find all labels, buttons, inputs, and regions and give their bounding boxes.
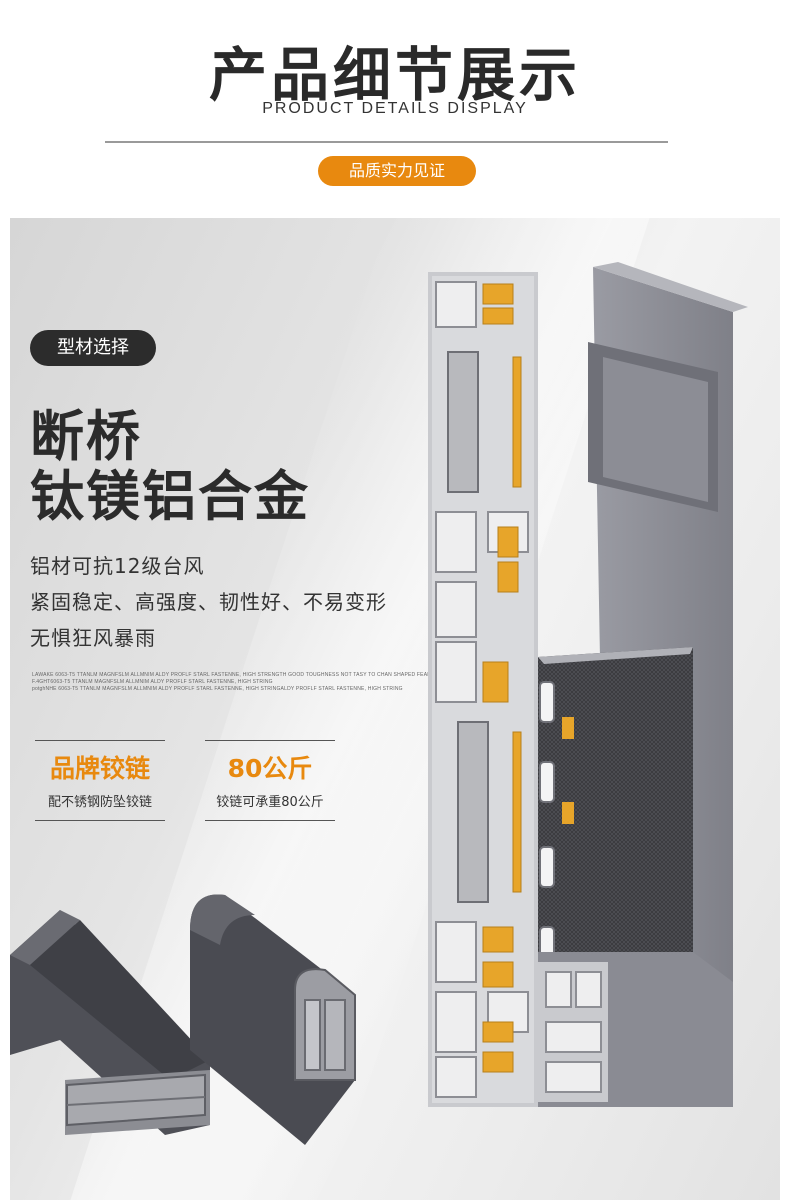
profile-sample-left xyxy=(10,910,210,1135)
spec-rule-bottom xyxy=(205,820,335,821)
section-tag: 型材选择 xyxy=(30,330,156,366)
fine-print-3: potghNHE 6063-T5 TTANLM MAGNFSLM ALLMNIM… xyxy=(32,686,403,692)
headline-line-1: 断桥 xyxy=(30,405,142,468)
fine-print-2: F.4GHT6063-T5 TTANLM MAGNFSLM ALLMNIM AL… xyxy=(32,679,273,685)
spec-load: 80公斤 铰链可承重80公斤 xyxy=(205,740,335,821)
header-divider xyxy=(105,141,668,143)
window-section-image xyxy=(428,262,748,1107)
spec-load-desc: 铰链可承重80公斤 xyxy=(216,795,324,810)
spec-hinge-desc: 配不锈钢防坠铰链 xyxy=(47,795,152,810)
spec-hinge-title: 品牌铰链 xyxy=(49,754,150,783)
feature-3: 无惧狂风暴雨 xyxy=(30,626,156,650)
spec-load-title: 80公斤 xyxy=(227,754,313,783)
page-subtitle: PRODUCT DETAILS DISPLAY xyxy=(262,100,528,117)
spec-rule-top xyxy=(35,740,165,741)
fine-print-1: LAWAKE 6063-T5 TTANLM MAGNFSLM ALLMNIM A… xyxy=(32,672,466,678)
screen-mesh xyxy=(538,647,693,952)
feature-2: 紧固稳定、高强度、韧性好、不易变形 xyxy=(30,590,387,614)
spec-rule-top xyxy=(205,740,335,741)
spec-hinge: 品牌铰链 配不锈钢防坠铰链 xyxy=(35,740,165,821)
quality-badge: 品质实力见证 xyxy=(318,156,476,186)
page-title: 产品细节展示 xyxy=(208,41,581,109)
headline-line-2: 钛镁铝合金 xyxy=(30,465,310,528)
spec-rule-bottom xyxy=(35,820,165,821)
feature-1: 铝材可抗12级台风 xyxy=(30,554,205,578)
profile-sample-right xyxy=(190,894,356,1145)
